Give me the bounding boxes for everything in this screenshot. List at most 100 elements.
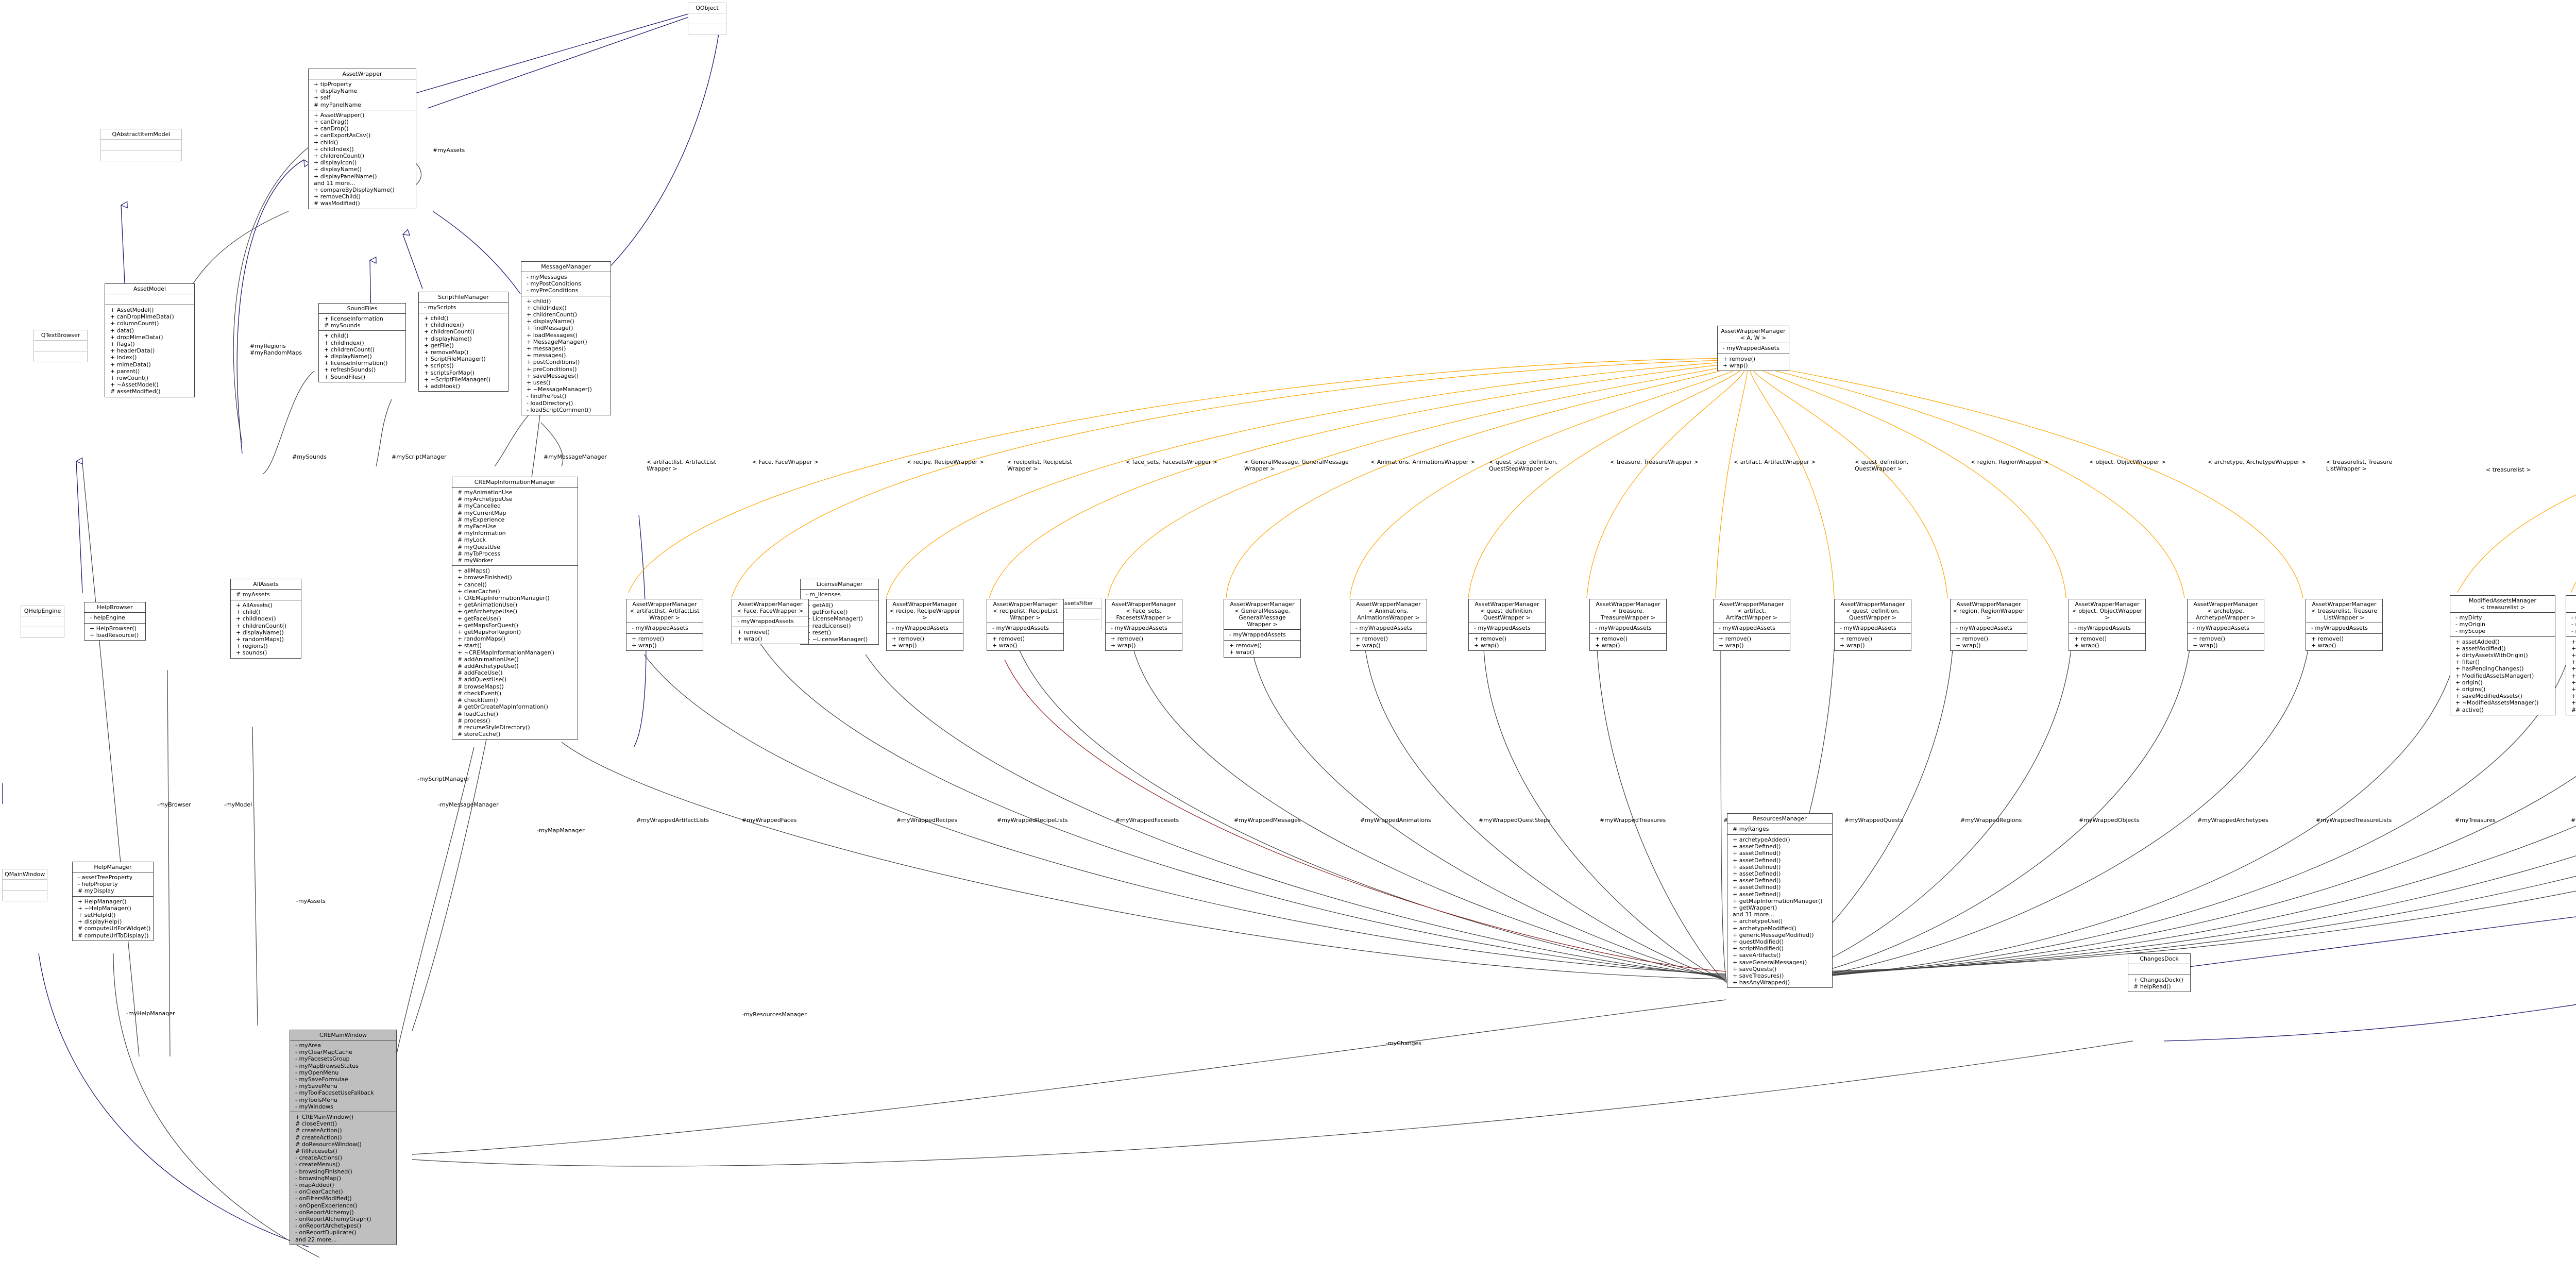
class-assetwrappermanager-instance[interactable]: AssetWrapperManager < GeneralMessage, Ge… [1224,599,1301,658]
edge-label: -myChanges [1386,1040,1422,1047]
edge-label: #myArchetypes [2571,817,2576,824]
attr: - myOpenMenu [295,1069,339,1076]
op: + wrap() [2074,642,2099,649]
class-changesdock[interactable]: ChangesDock + ChangesDock() # helpRead() [2128,953,2191,993]
class-soundfiles[interactable]: SoundFiles + licenseInformation # mySoun… [318,303,406,382]
op: and 31 more... [1733,911,1774,918]
class-messagemanager[interactable]: MessageManager - myMessages - myPostCond… [521,261,611,416]
class-operations [101,150,181,161]
op: + scriptsForMap() [424,369,475,376]
edge-label: < treasure, TreasureWrapper > [1610,459,1699,465]
class-operations: + ChangesDock() # helpRead() [2128,975,2190,992]
op: + ModifiedAssetsManager() [2571,672,2576,679]
attr: - myWrappedAssets [992,625,1049,631]
class-assetmodel[interactable]: AssetModel + AssetModel() + canDropMimeD… [105,283,195,397]
class-assetwrappermanager-instance[interactable]: AssetWrapperManager < treasurelist, Trea… [2306,599,2383,651]
op: + assetDefined() [1733,843,1781,850]
op: + getMapInformationManager() [1733,897,1823,904]
class-qabstractitemmodel[interactable]: QAbstractItemModel [100,129,182,161]
class-assetwrapper[interactable]: AssetWrapper + tipProperty + displayName… [308,69,416,209]
class-assetwrappermanager-instance[interactable]: AssetWrapperManager < recipe, RecipeWrap… [886,599,963,651]
attr: - myWrappedAssets [1474,625,1531,631]
op: + assetDefined() [1733,850,1781,857]
class-title: AssetWrapperManager < Face, FaceWrapper … [732,599,808,616]
class-attributes [3,880,47,891]
class-operations: + remove()+ wrap() [1835,634,1911,650]
op: + saveGeneralMessages() [1733,959,1807,966]
op: + wrap() [992,642,1018,649]
class-resourcesmanager[interactable]: ResourcesManager # myRanges + archetypeA… [1727,813,1833,988]
attr: # myToProcess [457,550,501,557]
op: # computeUrlForWidget() [78,925,151,932]
class-assetwrappermanager-instance[interactable]: AssetWrapperManager < recipelist, Recipe… [987,599,1064,651]
class-title: ChangesDock [2128,954,2190,964]
class-modifiedassetsmanager-instance[interactable]: ModifiedAssetsManager < archetype >- myD… [2566,595,2576,715]
class-attributes: + tipProperty + displayName + self # myP… [309,79,416,110]
class-attributes: - myWrappedAssets [1714,623,1790,634]
class-cremapinformationmanager[interactable]: CREMapInformationManager # myAnimationUs… [452,477,578,740]
class-assetwrappermanager-instance[interactable]: AssetWrapperManager < archetype, Archety… [2187,599,2264,651]
op: - onReportAlchemyGraph() [295,1216,371,1223]
attr: - myScope [2455,628,2486,635]
class-attributes: # myAnimationUse # myArchetypeUse # myCa… [452,488,578,566]
class-qmainwindow[interactable]: QMainWindow [2,869,47,901]
op: + canDropMimeData() [110,313,174,321]
op: + MessageManager() [527,338,587,345]
class-attributes: - myWrappedAssets [732,616,808,627]
op: + setHelpId() [78,912,116,919]
op: - loadDirectory() [527,399,573,407]
class-assetwrappermanager-instance[interactable]: AssetWrapperManager < Animations, Animat… [1350,599,1427,651]
op: + wrap() [1229,649,1255,656]
op: + archetypeAdded() [1733,836,1790,843]
op: + childrenCount() [424,328,475,335]
class-assetwrappermanager-instance[interactable]: AssetWrapperManager < artifactlist, Arti… [626,599,703,651]
edge-label: -myMessageManager [438,801,499,808]
class-assetwrappermanager-instance[interactable]: AssetWrapperManager < region, RegionWrap… [1950,599,2027,651]
attr: - myWrappedAssets [1111,625,1167,631]
attr: - myScope [2571,628,2576,635]
class-assetwrappermanager-template[interactable]: AssetWrapperManager < A, W > - myWrapped… [1717,326,1789,372]
class-qtextbrowser[interactable]: QTextBrowser [33,330,88,362]
op: + dirtyAssetsWithOrigin() [2571,652,2576,659]
attr: - myWrappedAssets [737,618,794,625]
op: + index() [110,354,137,361]
class-qhelpengine[interactable]: QHelpEngine [21,606,64,638]
class-title: QTextBrowser [34,330,87,341]
class-allassets[interactable]: AllAssets # myAssets + AllAssets() + chi… [230,579,301,659]
class-title: AssetWrapperManager < archetype, Archety… [2188,599,2264,623]
class-assetwrappermanager-instance[interactable]: AssetWrapperManager < artifact, Artifact… [1713,599,1790,651]
edge-label: #myWrappedTreasureLists [2316,817,2392,824]
class-attributes: - assetTreeProperty - helpProperty # myD… [73,872,153,897]
attr: - myWrappedAssets [1355,625,1412,631]
class-scriptfilemanager[interactable]: ScriptFileManager - myScripts + child() … [418,292,509,392]
attr: - helpProperty [78,881,118,888]
class-modifiedassetsmanager-instance[interactable]: ModifiedAssetsManager < treasurelist >- … [2450,595,2555,715]
class-licensemanager[interactable]: LicenseManager - m_licenses + getAll() +… [800,579,879,645]
class-qobject[interactable]: QObject [688,3,726,35]
class-assetwrappermanager-instance[interactable]: AssetWrapperManager < quest_definition, … [1834,599,1911,651]
attr: + tipProperty [314,81,352,88]
op: - onReportDuplicate() [295,1229,357,1236]
class-assetwrappermanager-instance[interactable]: AssetWrapperManager < treasure, Treasure… [1589,599,1667,651]
op: + assetModified() [2455,645,2506,652]
op: # fillFacesets() [295,1148,337,1155]
op: + childrenCount() [236,622,287,629]
class-helpbrowser[interactable]: HelpBrowser - helpEngine + HelpBrowser()… [84,602,146,641]
class-helpmanager[interactable]: HelpManager - assetTreeProperty - helpPr… [72,862,154,941]
op: + allMaps() [457,567,490,575]
class-operations: + remove()+ wrap() [1590,634,1666,650]
class-attributes: + licenseInformation # mySounds [319,314,405,331]
class-operations: + remove()+ wrap() [987,634,1063,650]
class-assetwrappermanager-instance[interactable]: AssetWrapperManager < Face_sets, Faceset… [1105,599,1182,651]
edge-label: < recipe, RecipeWrapper > [907,459,984,465]
op: # checkEvent() [457,690,502,697]
class-assetwrappermanager-instance[interactable]: AssetWrapperManager < quest_definition, … [1468,599,1546,651]
op: + getMapsForRegion() [457,629,521,636]
class-cremainwindow[interactable]: CREMainWindow - myArea - myClearMapCache… [290,1030,397,1245]
class-assetwrappermanager-instance[interactable]: AssetWrapperManager < object, ObjectWrap… [2069,599,2146,651]
op: + ~ModifiedAssetsManager() [2455,699,2539,707]
class-operations: + remove()+ wrap() [626,634,703,650]
edge-label: < GeneralMessage, GeneralMessage Wrapper… [1244,459,1349,472]
class-attributes [688,13,726,24]
class-assetwrappermanager-instance[interactable]: AssetWrapperManager < Face, FaceWrapper … [732,599,809,645]
